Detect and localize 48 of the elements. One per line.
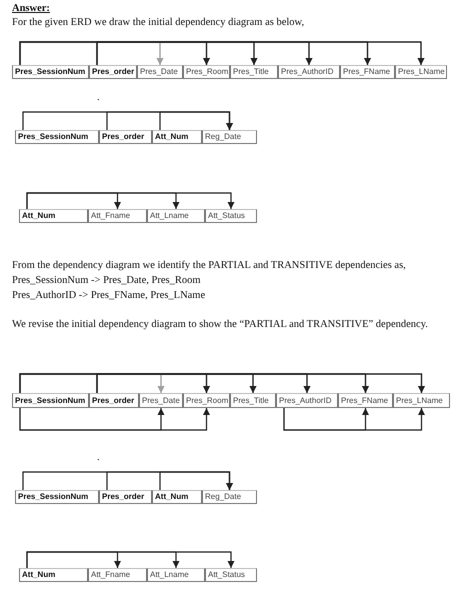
dot-mark: . [97,91,100,104]
attribute-cell: Att_Num [152,130,202,144]
attribute-cell: Pres_order [99,490,152,504]
attribute-cell: Att_Lname [147,209,205,223]
heading: Answer: [12,2,50,15]
dependency-arrow [26,192,234,209]
dependency-text: Pres_AuthorID -> Pres_FName, Pres_LName [12,289,206,302]
attribute-cell: Att_Fname [88,209,147,223]
paragraph: We revise the initial dependency diagram to show the “PARTIAL and TRANSITIVE” dependency. [12,318,428,331]
attribute-cell: Pres_FName [338,393,393,408]
attribute-cell: Pres_SessionNum [15,130,99,144]
paragraph: From the dependency diagram we identify the PARTIAL and TRANSITIVE dependencies as, [12,259,406,272]
attribute-cell: Pres_Date [137,65,183,79]
attribute-cell: Pres_order [99,130,152,144]
attribute-cell: Pres_Room [183,393,230,408]
attribute-cell: Pres_order [89,65,137,79]
dependency-arrow [19,408,210,431]
attribute-cell: Att_Lname [147,568,205,582]
attribute-cell: Pres_FName [340,65,395,79]
attribute-cell: Att_Fname [88,568,147,582]
attribute-cell: Att_Num [152,490,202,504]
attribute-cell: Pres_LName [393,393,450,408]
dependency-arrow [26,551,234,568]
attribute-cell: Pres_AuthorID [276,393,338,408]
dependency-arrow [283,408,425,431]
attribute-cell: Att_Status [205,568,257,582]
dot-mark: . [97,451,100,464]
attribute-cell: Reg_Date [202,130,257,144]
attribute-cell: Pres_Title [230,65,278,79]
attribute-cell: Att_Num [19,209,88,223]
attribute-cell: Pres_AuthorID [278,65,340,79]
attribute-cell: Pres_Date [139,393,183,408]
dependency-arrow [159,111,233,130]
attribute-cell: Pres_SessionNum [12,393,89,408]
attribute-cell: Reg_Date [202,490,257,504]
dependency-text: Pres_SessionNum -> Pres_Date, Pres_Room [12,274,200,287]
dependency-arrow [96,373,425,393]
attribute-cell: Att_Num [19,568,88,582]
attribute-cell: Att_Status [205,209,257,223]
attribute-cell: Pres_order [89,393,139,408]
attribute-cell: Pres_Room [183,65,230,79]
paragraph: For the given ERD we draw the initial dependency diagram as below, [12,16,304,29]
attribute-cell: Pres_LName [395,65,447,79]
attribute-cell: Pres_SessionNum [12,65,89,79]
attribute-cell: Pres_Title [230,393,276,408]
dependency-arrow [159,471,233,490]
dependency-arrow [96,41,424,65]
attribute-cell: Pres_SessionNum [15,490,99,504]
